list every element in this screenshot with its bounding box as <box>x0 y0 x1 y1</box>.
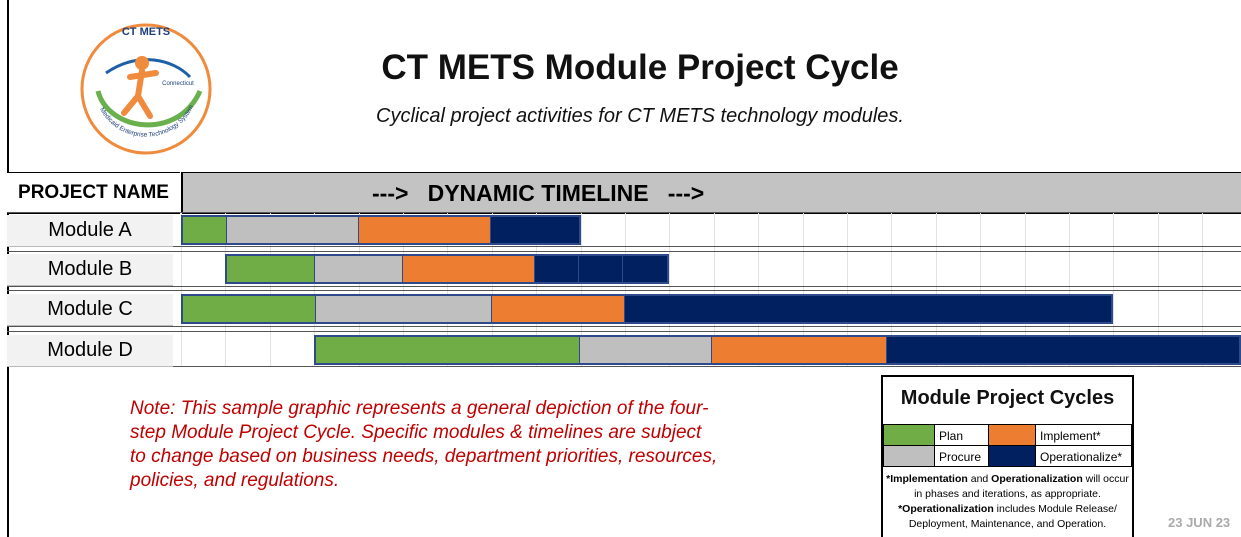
date-stamp: 23 JUN 23 <box>1168 515 1231 530</box>
implement-segment <box>358 217 491 243</box>
grid-line <box>536 212 538 367</box>
module-label: Module C <box>7 294 173 326</box>
footnote-operationalization-2: *Operationalization <box>898 503 994 515</box>
plan-segment <box>227 256 316 282</box>
implement-segment <box>492 296 626 322</box>
timeline-header: PROJECT NAME ---> DYNAMIC TIMELINE ---> <box>7 172 1241 214</box>
implement-swatch <box>988 424 1036 446</box>
module-label: Module B <box>7 254 173 286</box>
ct-mets-logo: CT METS Connecticut Medicaid Enterprise … <box>78 21 214 157</box>
implement-segment <box>711 337 888 363</box>
operationalize-swatch <box>988 445 1036 467</box>
operationalize-label: Operationalize* <box>1035 445 1132 467</box>
row-divider <box>7 246 1241 247</box>
grid-line <box>181 212 182 367</box>
grid-line <box>358 212 360 367</box>
grid-line <box>269 212 271 367</box>
logo-top-text: CT METS <box>122 26 170 38</box>
page-subtitle: Cyclical project activities for CT METS … <box>376 105 904 127</box>
grid-line <box>314 212 316 367</box>
operationalize-segment <box>579 256 624 282</box>
module-label: Module A <box>7 215 173 247</box>
logo-side-text: Connecticut <box>162 81 194 87</box>
grid-line <box>1024 212 1026 367</box>
procure-segment <box>315 256 404 282</box>
grid-line <box>891 212 893 367</box>
module-bar <box>225 254 670 284</box>
footnote-includes: includes Module Release/ Deployment, Mai… <box>908 503 1117 530</box>
implement-label: Implement* <box>1035 424 1132 446</box>
row-divider <box>7 251 1241 252</box>
grid-line <box>403 212 404 367</box>
procure-label: Procure <box>934 445 989 467</box>
operationalize-segment <box>625 296 1112 322</box>
module-bar <box>181 294 1114 324</box>
footnote-operationalization: Operationalization <box>991 473 1083 485</box>
operationalize-segment <box>887 337 1239 363</box>
page-title: CT METS Module Project Cycle <box>381 48 899 87</box>
row-divider <box>7 290 1241 291</box>
row-divider <box>7 212 1241 213</box>
row-divider <box>7 366 1241 367</box>
grid-line <box>1202 212 1204 367</box>
operationalize-segment <box>623 256 668 282</box>
legend-footnote: *Implementation and Operationalization w… <box>883 472 1132 532</box>
plan-segment <box>316 337 580 363</box>
plan-segment <box>183 217 227 243</box>
row-divider <box>7 331 1241 332</box>
legend-box: Module Project Cycles Plan Implement* Pr… <box>881 375 1134 537</box>
dynamic-timeline-header: ---> DYNAMIC TIMELINE ---> <box>182 172 1241 214</box>
grid-line <box>713 212 715 367</box>
module-bar <box>181 215 581 245</box>
legend-row-1: Plan Implement* <box>883 424 1132 446</box>
grid-line <box>580 212 582 367</box>
implement-segment <box>403 256 536 282</box>
grid-line <box>980 212 982 367</box>
grid-line <box>935 212 937 367</box>
footnote-phases: will occur in phases and iterations, as … <box>914 473 1129 500</box>
dynamic-timeline-label: ---> DYNAMIC TIMELINE ---> <box>372 180 705 206</box>
procure-segment <box>315 296 493 322</box>
procure-swatch <box>883 445 935 467</box>
plan-swatch <box>883 424 935 446</box>
module-bar <box>314 335 1241 365</box>
footnote-and: and <box>967 473 992 485</box>
procure-segment <box>579 337 712 363</box>
procure-segment <box>226 217 359 243</box>
module-label: Module D <box>7 335 173 367</box>
grid-line <box>847 212 848 367</box>
grid-line <box>758 212 760 367</box>
grid-line <box>491 212 493 367</box>
legend-row-2: Procure Operationalize* <box>883 445 1132 467</box>
grid-line <box>1113 212 1115 367</box>
plan-label: Plan <box>934 424 989 446</box>
grid-line <box>225 212 227 367</box>
row-divider <box>7 286 1241 287</box>
grid-line <box>1069 212 1070 367</box>
disclaimer-note: Note: This sample graphic represents a g… <box>130 398 718 491</box>
operationalize-segment <box>535 256 580 282</box>
legend-title: Module Project Cycles <box>900 387 1115 409</box>
operationalize-segment <box>490 217 579 243</box>
grid-line <box>625 212 626 367</box>
footnote-implementation: *Implementation <box>886 473 968 485</box>
grid-line <box>669 212 671 367</box>
grid-line <box>802 212 804 367</box>
header-divider <box>181 172 183 212</box>
project-name-header: PROJECT NAME <box>7 172 180 214</box>
row-divider <box>7 326 1241 327</box>
grid-line <box>447 212 449 367</box>
plan-segment <box>183 296 316 322</box>
grid-line <box>1157 212 1159 367</box>
